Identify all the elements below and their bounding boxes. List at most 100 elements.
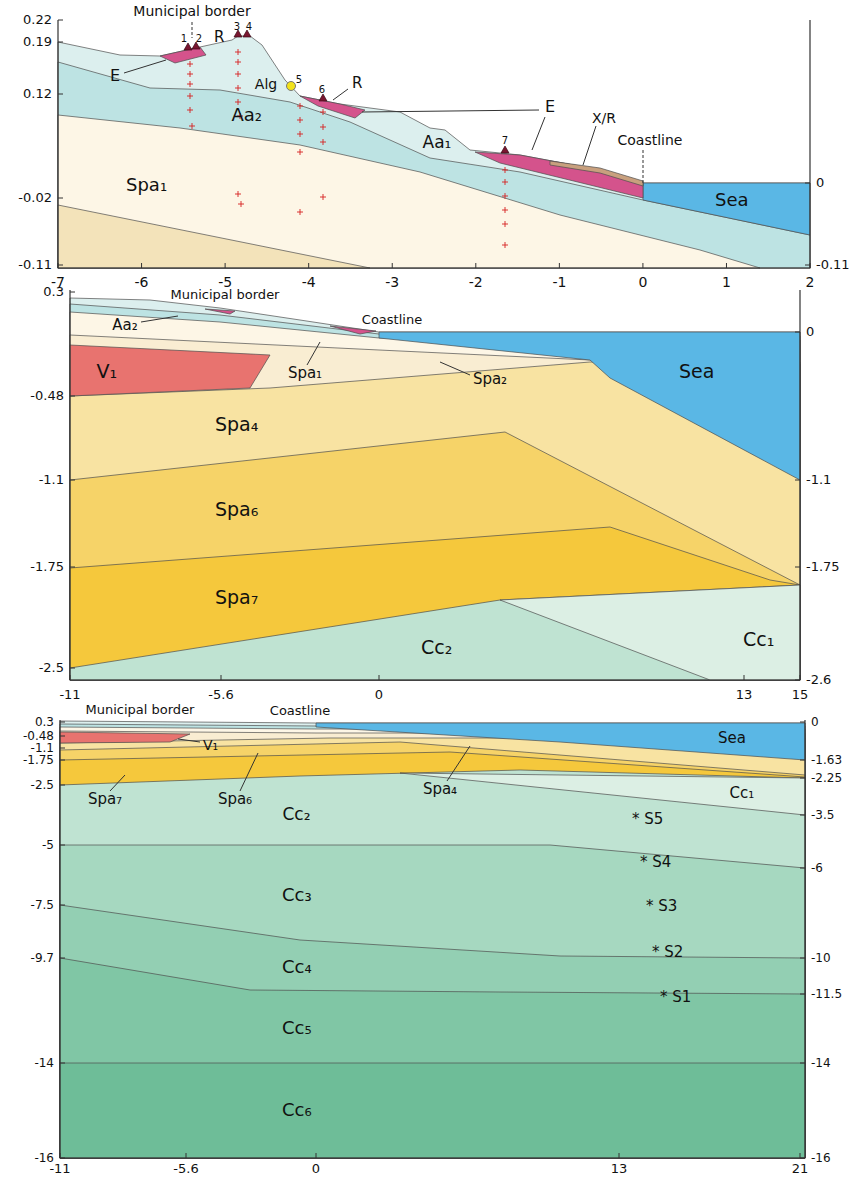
layer-label: Cc₆: [279, 1100, 321, 1121]
sample-point: [190, 61, 191, 67]
axis-tick: [559, 263, 560, 268]
axis-value: -11: [49, 1162, 70, 1176]
axis-tick: [58, 20, 63, 21]
callout-number: 1: [181, 34, 187, 45]
axis-value: -2.5: [31, 779, 54, 792]
axis-tick: [475, 263, 476, 268]
sample-point: [505, 167, 506, 173]
layer-name: Cc₄: [282, 956, 312, 977]
sample-point: [190, 71, 191, 77]
sample-point: [190, 107, 191, 113]
layer-label: Spa₁: [123, 175, 177, 196]
callout-number: 2: [196, 34, 202, 45]
layer-name: Cc₅: [282, 1017, 312, 1038]
spa1-layer: [60, 727, 805, 1158]
layer-label: Cc₁: [727, 785, 764, 803]
axis-tick: [60, 785, 65, 786]
leader-line: [362, 110, 539, 112]
axis-value: -5: [218, 275, 232, 290]
unit-label: X/R: [592, 111, 616, 126]
axis-tick: [225, 263, 226, 268]
axis-value: 2: [806, 275, 815, 290]
axis-tick: [70, 668, 75, 669]
site-label: Municipal border: [133, 4, 250, 19]
eluvium-lens: [475, 152, 643, 198]
layer-name: Sea: [715, 189, 749, 210]
spa6-layer: [60, 742, 805, 1158]
leader-label: Spa₄: [423, 782, 457, 798]
layer-label: Aa₁: [420, 133, 461, 153]
axis-tick: [642, 263, 643, 268]
layer-label: Cc₄: [279, 957, 321, 978]
axis-value: -1.63: [811, 754, 842, 767]
spa7-layer: [60, 752, 805, 1158]
axis-tick: [800, 994, 805, 995]
sample-point: [323, 109, 324, 115]
axis-value: -1.1: [39, 473, 64, 487]
unit-label: E: [110, 68, 120, 85]
axis-frame: [70, 290, 800, 680]
axis-tick: [800, 778, 805, 779]
leader-label: Spa₁: [288, 366, 322, 382]
aa1-layer: [70, 298, 800, 680]
spa7-layer: [70, 527, 800, 680]
cc1-layer: [500, 585, 800, 680]
sample-point: [505, 179, 506, 185]
sample-point: [300, 117, 301, 123]
plot-area: [60, 720, 805, 1158]
axis-tick: [795, 680, 800, 681]
leader-label: Spa₇: [88, 792, 122, 808]
unit-label: E: [545, 99, 555, 116]
axis-value: 0.19: [23, 35, 52, 49]
sample-site-marker: [319, 94, 327, 101]
layer-label: Sea: [676, 361, 724, 383]
spa2-layer: [60, 731, 805, 1158]
axis-tick: [795, 332, 800, 333]
leader-line: [110, 775, 125, 791]
axis-tick: [379, 675, 380, 680]
axis-value: -1.75: [23, 754, 54, 767]
axis-value: -5: [42, 839, 54, 852]
layer-name: Sea: [718, 729, 746, 747]
axis-value: -0.48: [30, 389, 64, 403]
aa1-layer: [60, 721, 805, 1158]
leader-label: Aa₂: [112, 318, 137, 334]
site-label: Coastline: [270, 704, 330, 718]
leader-line: [307, 342, 320, 365]
axis-tick: [392, 263, 393, 268]
sample-point: [238, 71, 239, 77]
leader-line: [124, 60, 166, 73]
sample-point: [505, 242, 506, 248]
axis-tick: [810, 263, 811, 268]
axis-value: -4: [302, 275, 316, 290]
spa4-layer: [60, 738, 805, 1158]
v1-layer: [60, 732, 190, 743]
axis-value: -0.11: [816, 258, 850, 272]
aa2-layer: [70, 304, 800, 680]
axis-value: -0.02: [18, 191, 52, 205]
axis-tick: [141, 263, 142, 268]
spa6-layer: [70, 432, 800, 680]
layer-name: Cc₁: [743, 628, 774, 650]
cc2-layer: [70, 585, 800, 680]
axis-frame: [60, 720, 805, 1158]
layer-label: Spa₄: [212, 414, 268, 436]
axis-value: -14: [811, 1057, 831, 1070]
layer-label: Cc₁: [740, 629, 784, 651]
layer-label: V₁: [94, 361, 127, 383]
sample-point: [323, 139, 324, 145]
axis-tick: [619, 1153, 620, 1158]
municipal-border-line: [192, 22, 193, 38]
leader-line: [447, 746, 470, 781]
spa-lower-layer: [58, 205, 370, 268]
eluvium-lens: [300, 96, 365, 118]
axis-tick: [60, 736, 65, 737]
sample-point: [190, 93, 191, 99]
axis-tick: [58, 94, 63, 95]
axis-value: -3: [385, 275, 399, 290]
sample-point: [238, 49, 239, 55]
layer-label: Cc₃: [279, 885, 321, 906]
axis-tick: [800, 815, 805, 816]
layer-name: Aa₁: [423, 132, 452, 152]
